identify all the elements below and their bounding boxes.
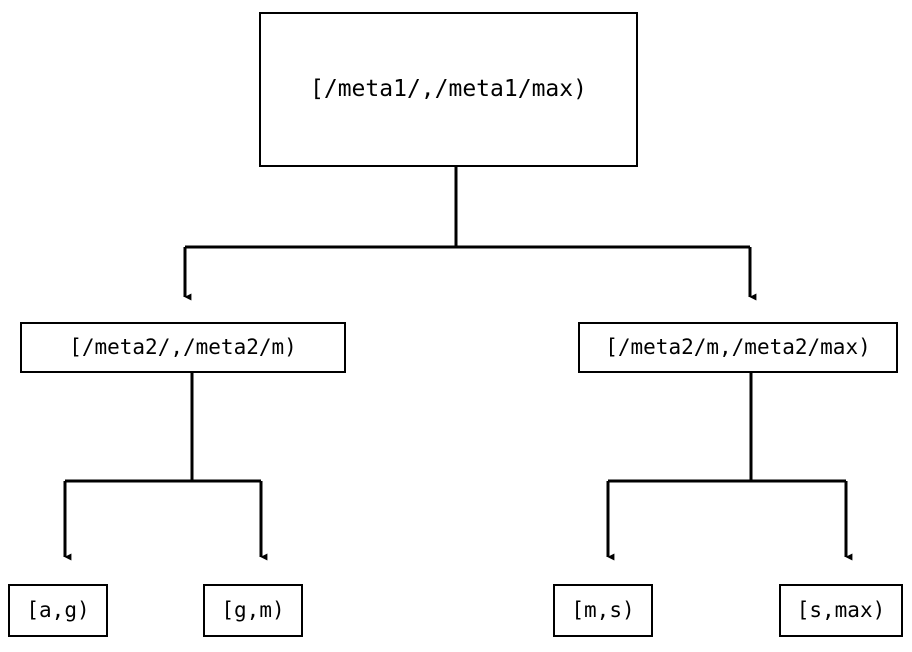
tree-node-leaf-3-label: [m,s) — [571, 598, 635, 622]
tree-node-leaf-1-label: [a,g) — [26, 598, 90, 622]
tree-node-leaf-2-label: [g,m) — [221, 598, 285, 622]
tree-node-leaf-3[interactable]: [m,s) — [553, 584, 653, 637]
tree-node-leaf-4[interactable]: [s,max) — [779, 584, 903, 637]
tree-node-mid-left-label: [/meta2/,/meta2/m) — [69, 335, 297, 359]
tree-node-mid-right[interactable]: [/meta2/m,/meta2/max) — [578, 322, 898, 373]
tree-node-leaf-4-label: [s,max) — [796, 598, 886, 622]
tree-node-mid-left[interactable]: [/meta2/,/meta2/m) — [20, 322, 346, 373]
tree-node-mid-right-label: [/meta2/m,/meta2/max) — [605, 335, 871, 359]
tree-node-leaf-2[interactable]: [g,m) — [203, 584, 303, 637]
tree-node-root[interactable]: [/meta1/,/meta1/max) — [259, 12, 638, 167]
tree-node-root-label: [/meta1/,/meta1/max) — [310, 76, 587, 102]
tree-node-leaf-1[interactable]: [a,g) — [8, 584, 108, 637]
